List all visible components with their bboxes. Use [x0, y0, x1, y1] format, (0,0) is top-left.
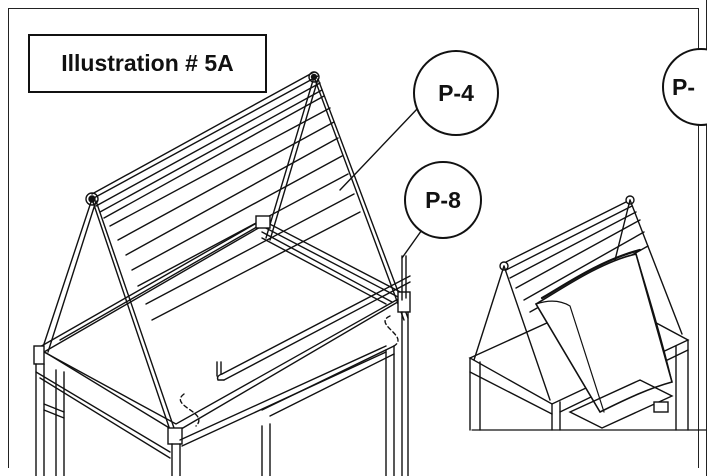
illustration-title-text: Illustration # 5A	[61, 50, 234, 76]
callout-p4: P-4	[413, 50, 499, 136]
illustration-title: Illustration # 5A	[28, 34, 267, 93]
illustration-border	[8, 8, 699, 468]
callout-partial-label: P-	[672, 73, 695, 100]
inset-view	[468, 195, 690, 431]
callout-p8: P-8	[404, 161, 482, 239]
callout-p8-label: P-8	[425, 186, 461, 213]
callout-p4-label: P-4	[438, 79, 474, 106]
